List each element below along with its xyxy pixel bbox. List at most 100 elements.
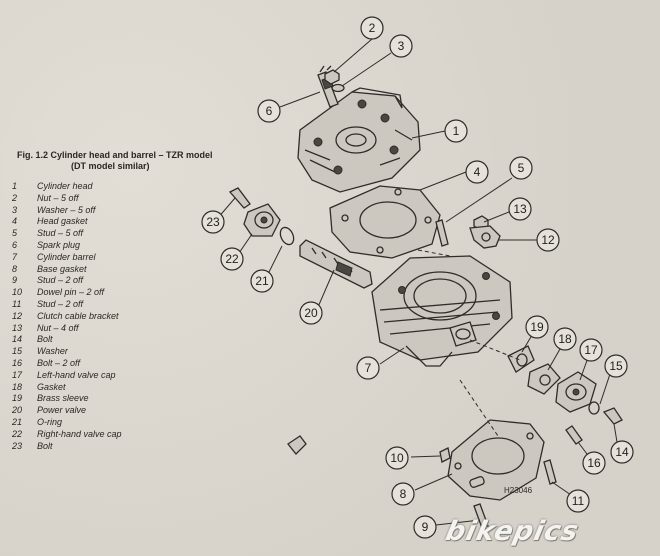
legend-number: 18 (12, 381, 23, 392)
svg-text:20: 20 (304, 306, 318, 320)
svg-text:15: 15 (609, 359, 623, 373)
legend-item: 20 Power valve (12, 405, 122, 417)
assembly-line-1 (417, 249, 451, 257)
legend-number: 11 (12, 298, 22, 309)
legend-number: 22 (12, 428, 23, 439)
figure-title: Fig. 1.2 Cylinder head and barrel – TZR … (17, 150, 213, 160)
svg-text:5: 5 (518, 161, 525, 175)
callout-8: 8 (391, 482, 415, 506)
legend-label: Cylinder head (37, 181, 93, 191)
bikepics-watermark-logo: bikepics (442, 516, 582, 547)
legend-label: Washer – 5 off (37, 204, 96, 215)
legend-number: 13 (12, 322, 23, 333)
assembly-line-3 (459, 379, 499, 437)
valve-cap-gasket (527, 363, 561, 395)
dowel-pin (439, 447, 451, 463)
callout-5: 5 (509, 156, 533, 180)
svg-text:11: 11 (572, 494, 585, 508)
callout-2: 2 (360, 16, 384, 40)
head-washer (331, 83, 345, 93)
legend-number: 5 (12, 228, 18, 239)
drawing-reference-code: H23046 (504, 486, 533, 495)
legend-number: 15 (12, 346, 23, 357)
callout-7: 7 (356, 356, 380, 380)
legend-number: 10 (12, 287, 23, 298)
barrel-stud (543, 459, 557, 485)
power-valve (299, 239, 373, 289)
head-gasket (329, 185, 441, 259)
right-hand-valve-cap (243, 203, 281, 237)
legend-number: 21 (12, 416, 23, 427)
legend-number: 23 (12, 440, 23, 451)
callout-21: 21 (250, 269, 274, 293)
head-nut (324, 69, 340, 85)
svg-text:3: 3 (398, 39, 405, 53)
legend-label: Cylinder barrel (37, 251, 96, 262)
svg-text:23: 23 (206, 215, 220, 229)
base-gasket (447, 419, 545, 501)
cylinder-head (297, 87, 421, 193)
legend-number: 7 (12, 251, 18, 262)
legend-item: 5 Stud – 5 off (12, 228, 122, 240)
legend-item: 4 Head gasket (12, 216, 122, 228)
legend-label: Stud – 5 off (37, 228, 84, 239)
legend-label: Nut – 4 off (37, 322, 79, 333)
legend-number: 1 (12, 181, 18, 191)
legend-number: 8 (12, 263, 18, 274)
callout-3: 3 (389, 34, 413, 58)
svg-text:14: 14 (615, 445, 629, 459)
callout-20: 20 (299, 301, 323, 325)
callout-13: 13 (508, 197, 532, 221)
brass-sleeve (507, 345, 535, 373)
valve-cap-bolt-left (602, 407, 623, 425)
left-hand-valve-cap (555, 371, 597, 413)
cylinder-barrel (371, 255, 513, 367)
callout-18: 18 (553, 327, 577, 351)
legend-label: Stud – 2 off (37, 275, 84, 286)
figure-subtitle: (DT model similar) (71, 161, 150, 171)
legend-label: Power valve (37, 405, 87, 416)
o-ring (279, 226, 295, 246)
legend-label: Gasket (37, 381, 66, 392)
callout-10: 10 (385, 446, 409, 470)
svg-text:21: 21 (255, 274, 269, 288)
callout-17: 17 (579, 338, 603, 362)
legend-number: 14 (12, 334, 23, 345)
legend-label: Head gasket (37, 216, 88, 227)
svg-text:13: 13 (513, 202, 527, 216)
legend-label: Bolt (37, 334, 53, 345)
callout-22: 22 (220, 247, 244, 271)
base-stud (473, 503, 489, 529)
legend-item: 13 Nut – 4 off (12, 323, 122, 335)
legend-item: 7 Cylinder barrel (12, 252, 122, 264)
legend-number: 20 (12, 405, 23, 416)
callout-14: 14 (610, 440, 634, 464)
legend-number: 2 (12, 192, 18, 203)
valve-cap-washer (588, 401, 600, 415)
valve-cap-bolt (228, 187, 251, 209)
legend-label: Bolt (37, 440, 53, 451)
legend-label: Base gasket (37, 263, 87, 274)
legend-number: 17 (12, 369, 23, 380)
legend-label: Nut – 5 off (37, 192, 79, 203)
callout-12: 12 (536, 228, 560, 252)
svg-text:1: 1 (453, 124, 460, 138)
svg-text:18: 18 (558, 332, 572, 346)
svg-text:16: 16 (587, 456, 601, 470)
legend-label: Clutch cable bracket (37, 310, 119, 321)
callout-23: 23 (201, 210, 225, 234)
svg-text:7: 7 (365, 361, 372, 375)
callout-11: 11 (566, 489, 590, 513)
legend-number: 16 (12, 357, 23, 368)
legend-number: 9 (12, 275, 18, 286)
legend-item: 23 Bolt (12, 441, 122, 453)
legend-number: 4 (12, 216, 18, 227)
svg-text:19: 19 (530, 320, 544, 334)
legend-label: Right-hand valve cap (37, 428, 122, 439)
